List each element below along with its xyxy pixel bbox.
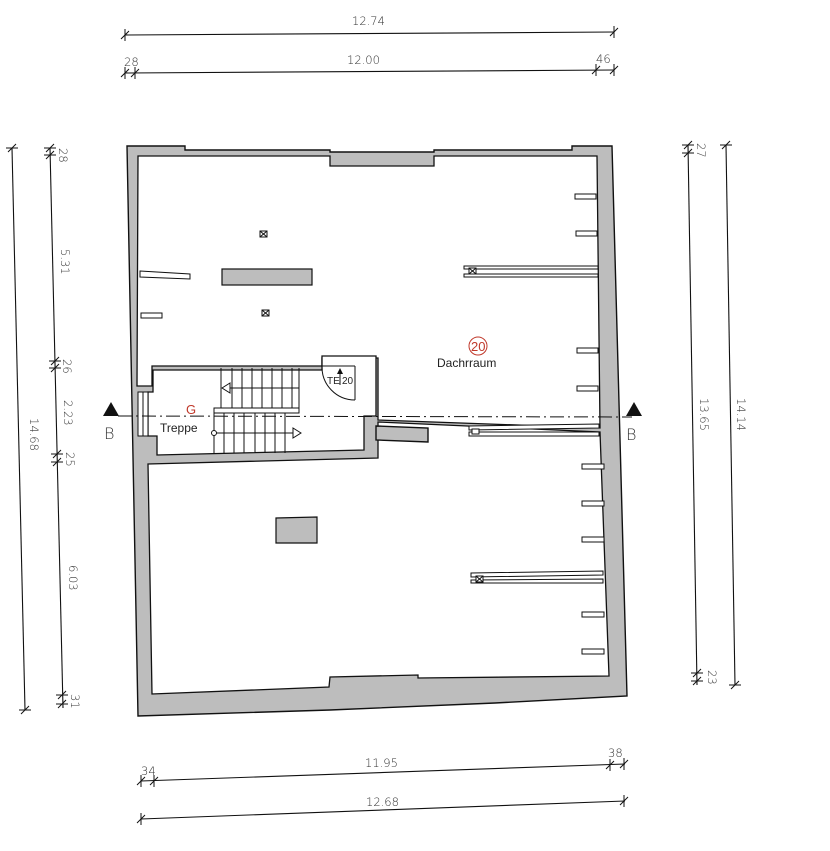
bottom-left-offset-label: 34 <box>141 764 156 778</box>
stair-room-name: Treppe <box>160 421 198 435</box>
room-name: Dachrraum <box>437 356 496 370</box>
stair-upper-flight <box>220 368 300 408</box>
door-te[interactable]: TE 20 <box>321 365 356 401</box>
chimney-block-upper <box>221 268 313 286</box>
stair-wall-stub <box>375 425 429 443</box>
purlin-beam-upper <box>463 265 599 278</box>
vent-marker-2 <box>261 309 270 317</box>
right-main-label: 13.65 <box>697 398 711 431</box>
top-dimension-overall: 12.74 <box>120 14 619 41</box>
door-type-label: TE <box>327 376 340 387</box>
top-dimension-chain: 28 12.00 46 <box>120 52 619 79</box>
room-number: 20 <box>471 339 485 354</box>
stair-room-code: G <box>186 402 196 417</box>
stair-handrail <box>213 407 300 414</box>
right-overall-label: 14.14 <box>734 398 748 431</box>
left-wall-window <box>137 391 149 437</box>
left-seg-6: 6.03 <box>66 565 80 591</box>
left-beam-1 <box>139 270 191 280</box>
chimney-block-lower <box>275 516 318 544</box>
top-overall-label: 12.74 <box>352 14 385 28</box>
left-dimension-chain: 28 5.31 26 2.23 25 6.03 31 <box>44 143 82 709</box>
stair-start-dot-icon <box>211 430 217 436</box>
section-label-right: B <box>626 425 636 444</box>
top-right-offset-label: 46 <box>596 52 611 66</box>
stair-arrow-down-icon <box>292 427 302 439</box>
left-seg-7: 31 <box>68 694 82 709</box>
left-seg-2: 5.31 <box>58 249 72 275</box>
right-dimension-overall: 14.14 <box>720 140 748 690</box>
bottom-right-offset-label: 38 <box>608 746 623 760</box>
left-seg-3: 26 <box>60 359 74 374</box>
right-rafter-stubs <box>574 193 605 655</box>
room-label-treppe[interactable]: G Treppe <box>160 402 198 435</box>
staircase[interactable] <box>211 368 302 453</box>
bottom-dimension-overall: 12.68 <box>136 795 629 825</box>
section-marker-right-icon <box>626 402 642 416</box>
purlin-beam-middle <box>468 423 600 437</box>
stair-lower-flight <box>211 413 302 453</box>
left-dimension-overall: 14.68 <box>6 143 41 715</box>
right-dimension-chain: 27 13.65 23 <box>682 140 719 686</box>
bottom-overall-label: 12.68 <box>366 795 399 809</box>
right-bottom-offset-label: 23 <box>705 670 719 685</box>
bottom-main-label: 11.95 <box>365 756 398 770</box>
room-number-circle <box>468 336 488 356</box>
stair-arrow-up-icon <box>221 382 231 394</box>
room-label-dachraum[interactable]: 20 Dachrraum <box>437 336 496 370</box>
bottom-dimension-chain: 34 11.95 38 <box>136 746 629 787</box>
left-beam-2 <box>140 312 163 319</box>
section-label-left: B <box>104 424 114 443</box>
left-seg-5: 25 <box>63 452 77 467</box>
top-main-label: 12.00 <box>347 53 380 67</box>
left-seg-4: 2.23 <box>61 400 75 426</box>
vent-marker-1 <box>259 230 268 238</box>
section-line-b: B B <box>103 402 642 444</box>
door-width-label: 20 <box>342 376 354 387</box>
right-top-offset-label: 27 <box>694 143 708 158</box>
left-overall-label: 14.68 <box>27 418 41 451</box>
left-seg-1: 28 <box>56 148 70 163</box>
purlin-beam-lower <box>470 570 604 584</box>
section-marker-left-icon <box>103 402 119 416</box>
top-left-offset-label: 28 <box>124 55 139 69</box>
